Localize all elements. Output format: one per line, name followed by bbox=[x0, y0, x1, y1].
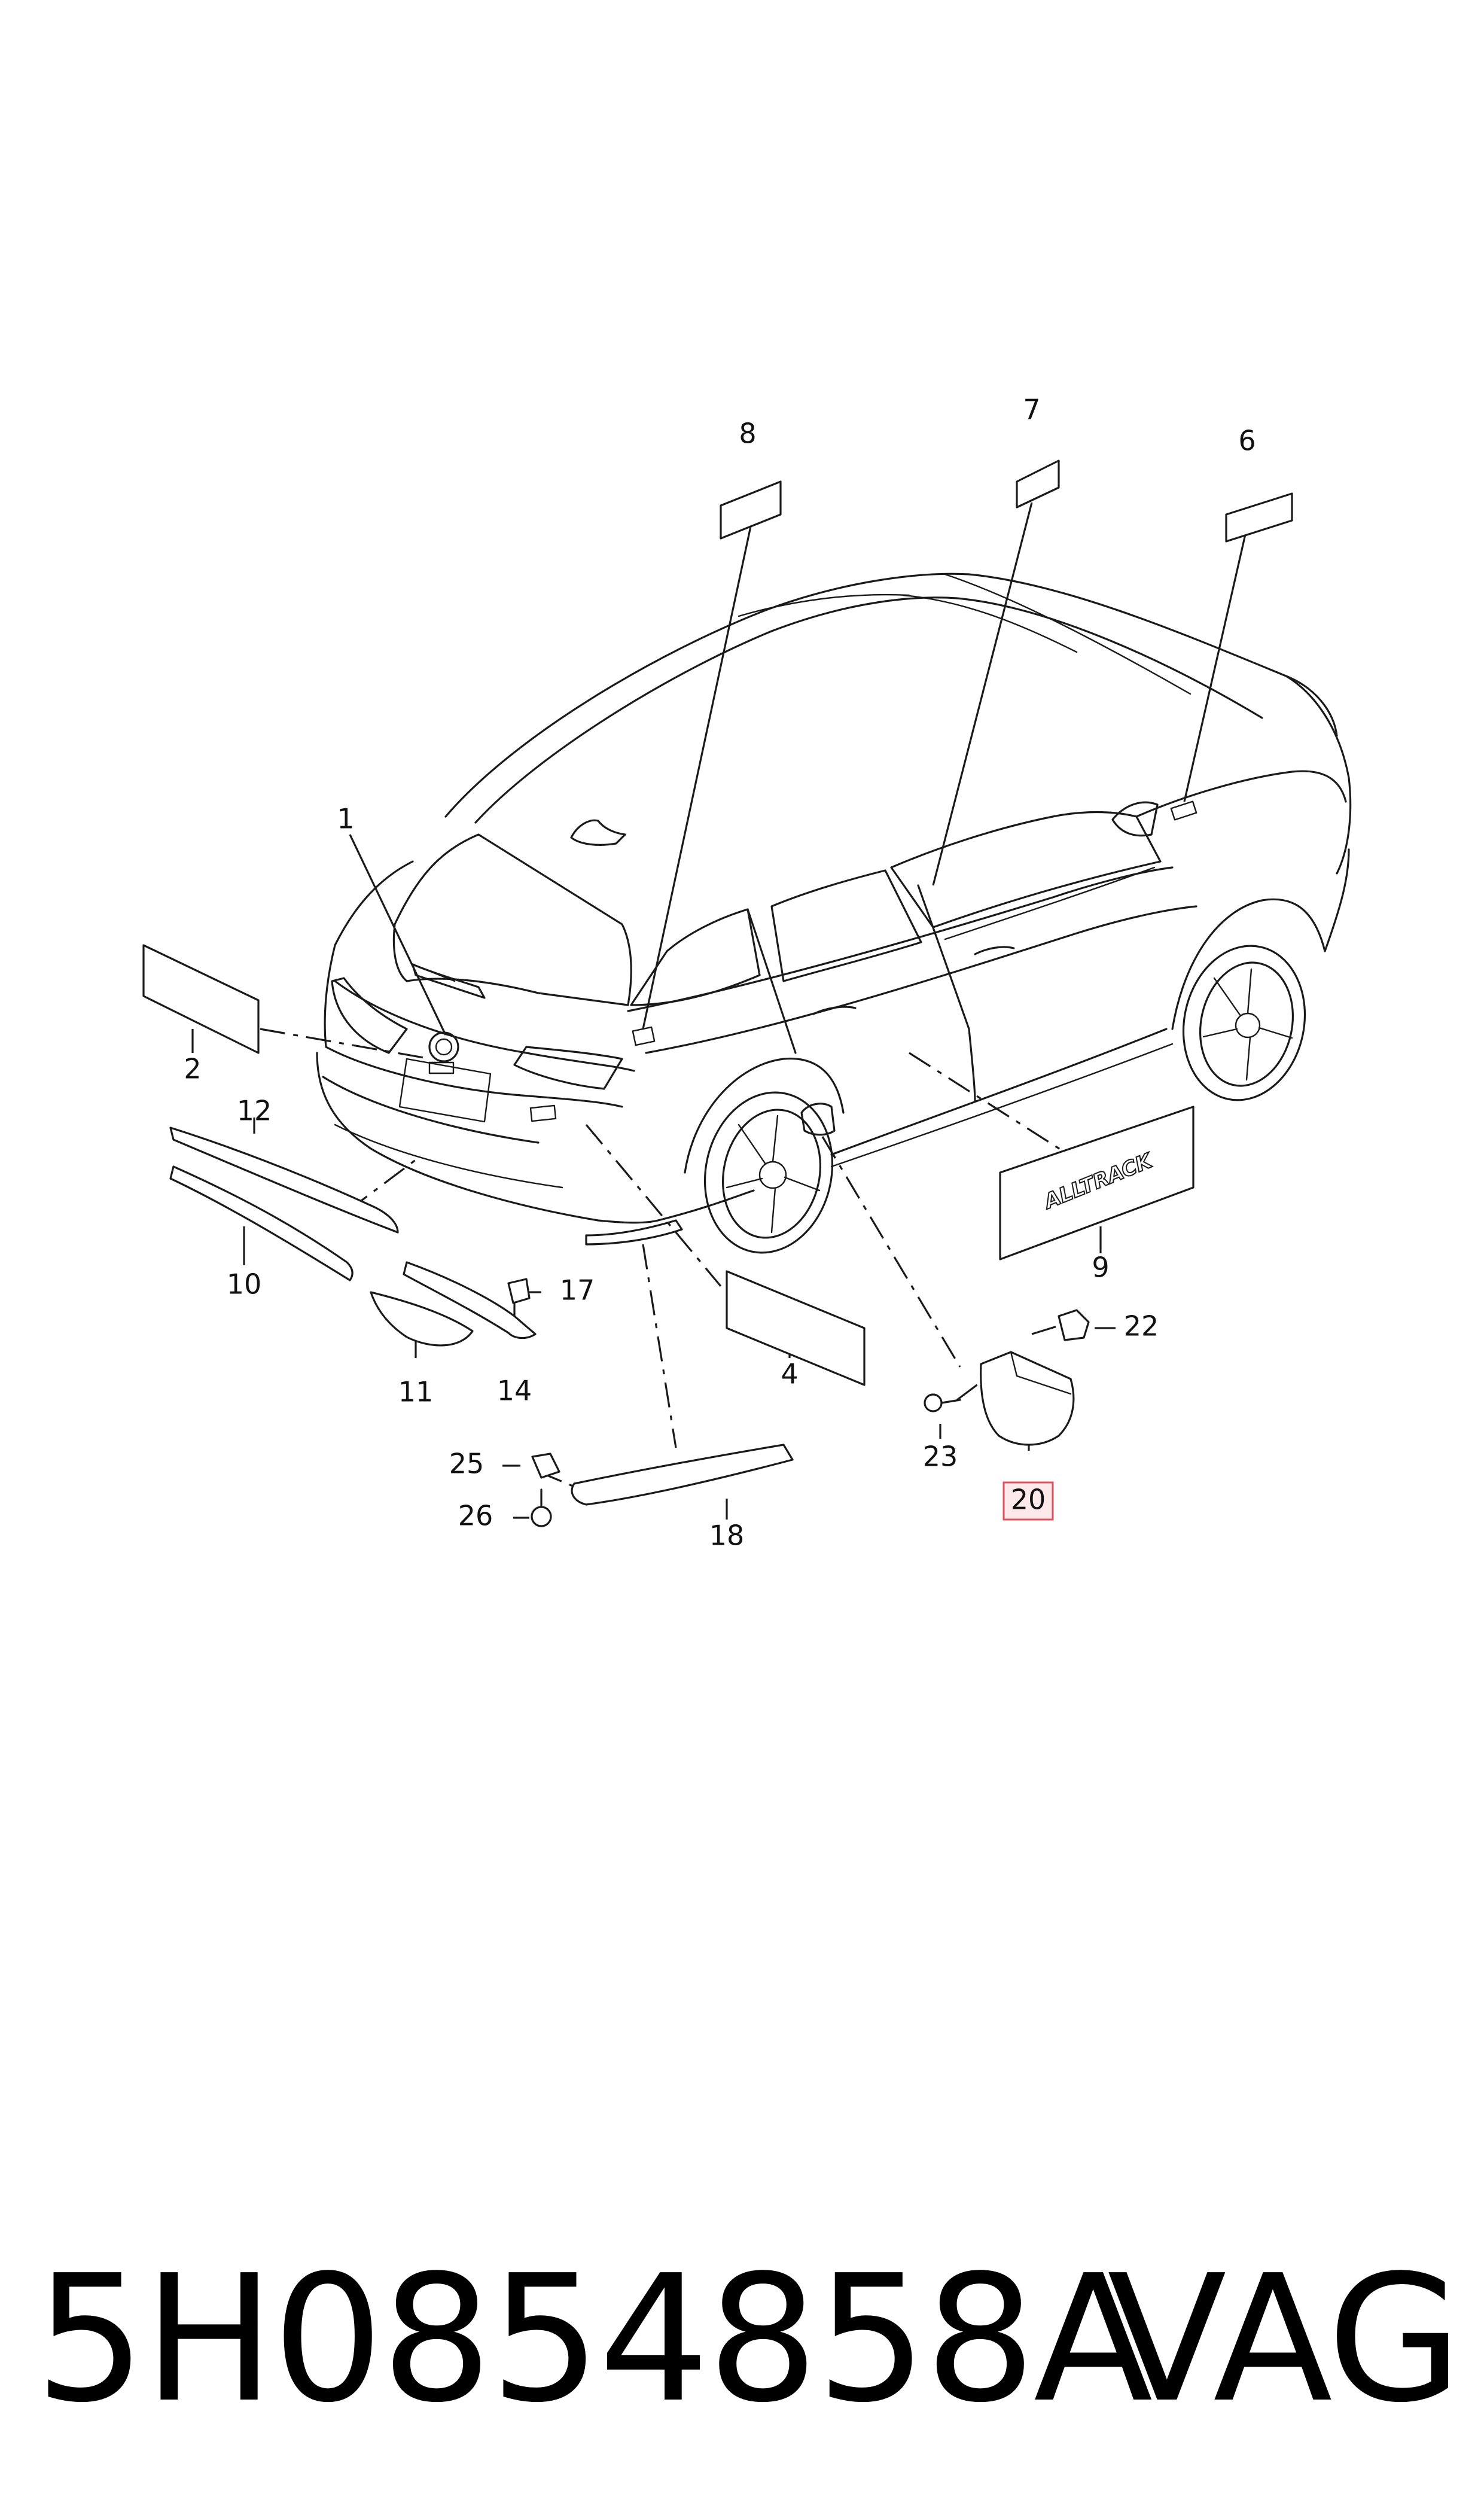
callout-25: 25 bbox=[449, 1448, 484, 1480]
callout-labels: 1 2 4 6 7 8 9 10 11 12 14 17 18 20 22 23… bbox=[184, 394, 1256, 1552]
car-illustration bbox=[316, 573, 1352, 1254]
loose-parts: ALLTRACK bbox=[142, 459, 1293, 1527]
callout-2: 2 bbox=[184, 1053, 201, 1085]
callout-23: 23 bbox=[923, 1441, 958, 1473]
callout-10: 10 bbox=[227, 1268, 262, 1301]
callout-14: 14 bbox=[497, 1375, 532, 1407]
callout-22: 22 bbox=[1124, 1310, 1159, 1342]
callout-9: 9 bbox=[1092, 1252, 1109, 1284]
callout-12: 12 bbox=[237, 1095, 272, 1127]
callout-18: 18 bbox=[709, 1520, 745, 1552]
part-number: 5H0854858A bbox=[35, 2237, 1153, 2441]
callout-6: 6 bbox=[1238, 425, 1256, 457]
callout-4: 4 bbox=[781, 1358, 798, 1390]
callout-11: 11 bbox=[398, 1376, 434, 1408]
callout-20: 20 bbox=[1011, 1484, 1046, 1516]
callout-20-highlight bbox=[1002, 1481, 1054, 1521]
callout-1: 1 bbox=[337, 803, 354, 835]
callout-26: 26 bbox=[458, 1500, 493, 1532]
callout-7: 7 bbox=[1023, 394, 1040, 426]
callout-17: 17 bbox=[560, 1274, 595, 1307]
brand-name: VAG bbox=[1107, 2237, 1462, 2441]
footer: 5H0854858A VAG bbox=[0, 2213, 1484, 2465]
callout-8: 8 bbox=[739, 418, 756, 450]
